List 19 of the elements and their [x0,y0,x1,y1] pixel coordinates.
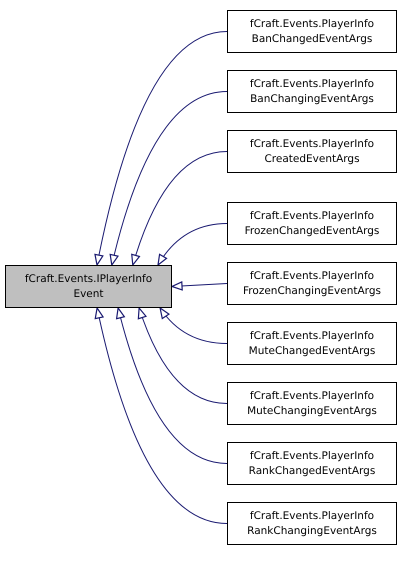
inheritance-arrow [94,307,228,524]
class-box: fCraft.Events.PlayerInfo BanChangedEventArgs [227,10,397,53]
class-box: fCraft.Events.PlayerInfo FrozenChangingEventArgs [227,262,397,305]
class-box: fCraft.Events.PlayerInfo MuteChangingEventArgs [227,382,397,425]
class-box: fCraft.Events.PlayerInfo FrozenChangedEventArgs [227,202,397,245]
inheritance-arrow [160,307,228,344]
base-class-box: fCraft.Events.IPlayerInfo Event [5,265,172,308]
class-box: fCraft.Events.PlayerInfo MuteChangedEventArgs [227,322,397,365]
class-box: fCraft.Events.PlayerInfo RankChangingEventArgs [227,502,397,545]
class-box: fCraft.Events.PlayerInfo RankChangedEventArgs [227,442,397,485]
inheritance-arrow [110,91,228,266]
inheritance-arrow [138,307,228,404]
inheritance-arrow [131,151,228,266]
class-box: fCraft.Events.PlayerInfo BanChangingEventArgs [227,70,397,113]
inheritance-arrow [94,31,228,266]
inheritance-arrow [116,307,228,464]
class-box: fCraft.Events.PlayerInfo CreatedEventArgs [227,130,397,173]
inheritance-arrow [171,281,228,291]
inheritance-arrow [157,223,228,266]
